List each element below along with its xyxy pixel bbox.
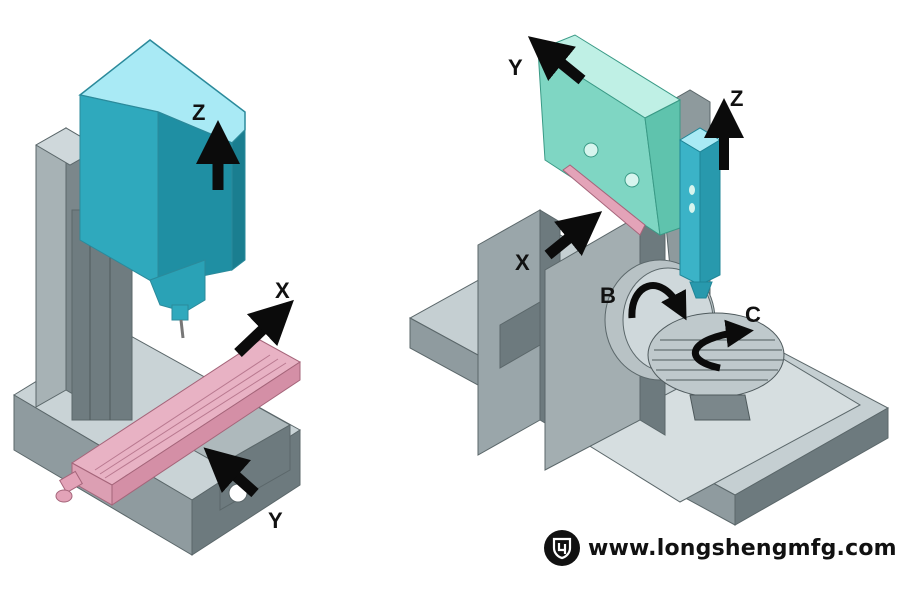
y-axis-label: Y — [268, 508, 283, 533]
worktable — [55, 339, 301, 506]
watermark: www.longshengmfg.com — [544, 530, 897, 566]
y-axis-arrow — [203, 447, 259, 498]
y-axis-label: Y — [508, 55, 523, 80]
x-slide — [562, 164, 646, 236]
longsheng-logo-icon — [544, 530, 580, 566]
z-axis-label: Z — [730, 86, 743, 111]
c-rotation-arrow — [692, 319, 754, 372]
b-rotation-arrow — [628, 282, 687, 321]
x-axis-label: X — [515, 250, 530, 275]
x-axis-arrow — [544, 211, 603, 260]
b-axis-label: B — [600, 283, 616, 308]
z-axis-label: Z — [192, 100, 205, 125]
three-axis-machine: Z X Y — [13, 39, 301, 556]
machine-column — [35, 127, 133, 421]
spindle-ram — [679, 127, 721, 299]
x-axis-arrow — [234, 299, 294, 357]
five-axis-machine: Y Z X B C — [408, 34, 890, 526]
watermark-url: www.longshengmfg.com — [588, 535, 897, 561]
x-axis-label: X — [275, 278, 290, 303]
y-axis-arrow — [527, 36, 586, 85]
c-axis-label: C — [745, 302, 761, 327]
